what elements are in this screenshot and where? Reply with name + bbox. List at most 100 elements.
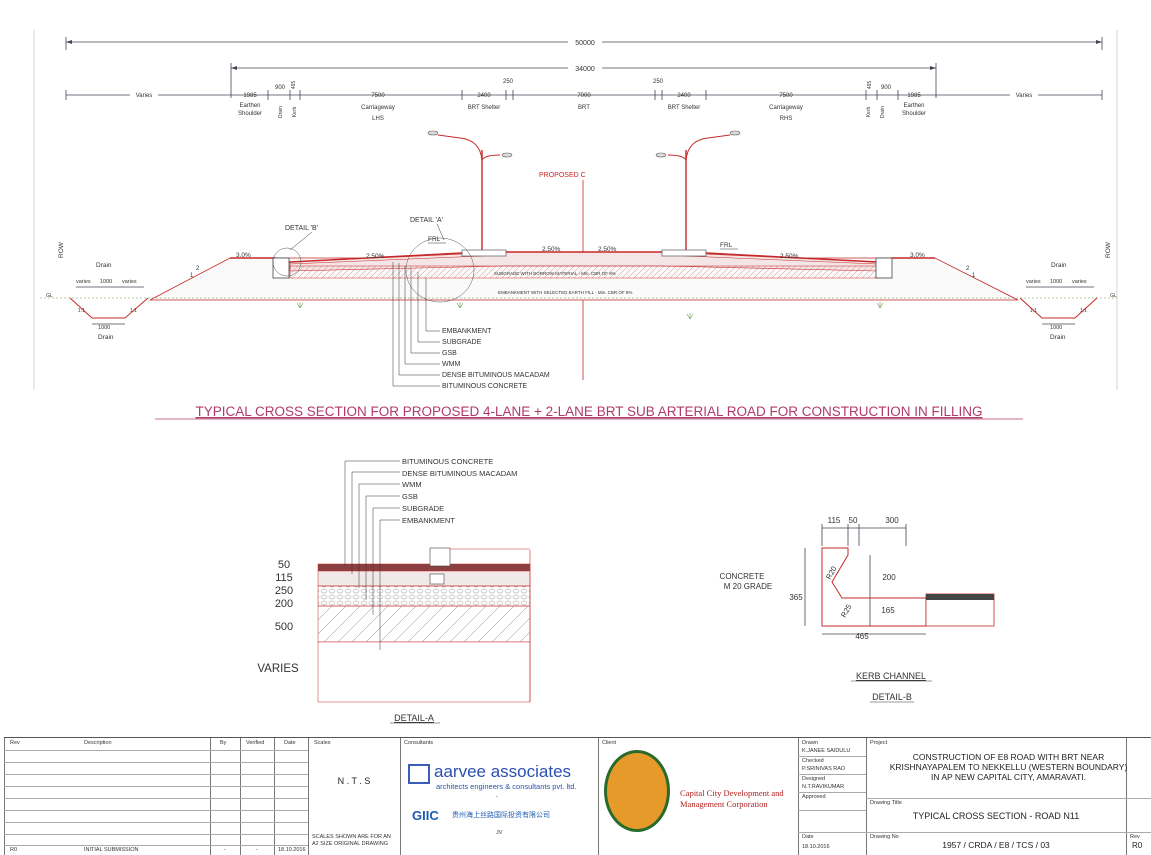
drain-label-left-bottom: Drain bbox=[98, 334, 114, 341]
seg-label-shelter-left: BRT Shelter bbox=[468, 105, 500, 111]
frl-right: FRL bbox=[720, 242, 733, 249]
drain-1000-left: 1000 bbox=[100, 279, 112, 285]
slope-brt-right: 2.50% bbox=[598, 246, 617, 253]
drain-label-right-bottom: Drain bbox=[1050, 334, 1066, 341]
kerb-dim-165: 165 bbox=[881, 606, 895, 615]
detail-b-callout: DETAIL 'B' bbox=[285, 225, 318, 232]
seg-7500-left: 7500 bbox=[371, 93, 385, 99]
seg-250-right: 250 bbox=[653, 79, 664, 85]
seg-465-left: 465 bbox=[291, 81, 297, 90]
layer-bc: BITUMINOUS CONCRETE bbox=[442, 383, 528, 390]
seg-label-drain-left: Drain bbox=[278, 106, 284, 118]
drawing-no: 1957 / CRDA / E8 / TCS / 03 bbox=[942, 840, 1050, 850]
checked-label: Checked bbox=[802, 758, 824, 764]
header-description: Description bbox=[84, 740, 112, 746]
kerb-dim-115: 115 bbox=[828, 516, 841, 525]
drain-slope-left-a: 1:1 bbox=[78, 308, 85, 314]
detail-a-layer-dbm: DENSE BITUMINOUS MACADAM bbox=[402, 469, 517, 478]
drain-bottom-right: 1000 bbox=[1050, 325, 1062, 331]
street-light-left bbox=[427, 130, 513, 255]
kerb-grade-label: M 20 GRADE bbox=[724, 582, 772, 591]
row-right: ROW bbox=[1105, 241, 1112, 258]
consultant-dash: - bbox=[496, 794, 498, 800]
drain-slope-left-b: 1:1 bbox=[130, 308, 137, 314]
centerline-label: PROPOSED C bbox=[539, 172, 586, 179]
header-project: Project bbox=[870, 740, 888, 746]
header-date: Date bbox=[284, 740, 296, 746]
drain-slope-right-a: 1:1 bbox=[1030, 308, 1037, 314]
designed-label: Designed bbox=[802, 776, 826, 782]
street-light-right bbox=[655, 130, 741, 255]
checked-by: P.SRINIVAS RAO bbox=[802, 766, 846, 772]
road-cross-section: 3.0% 3.0% 2.50% 2.50% 2.50% 2.50% 2 1 2 … bbox=[40, 217, 1117, 341]
seg-label-kerb-right: Kerb bbox=[866, 107, 872, 118]
drain-slope-right-b: 1:1 bbox=[1080, 308, 1087, 314]
overall-dimension: 50000 bbox=[65, 37, 1103, 50]
frl-left: FRL bbox=[428, 236, 441, 243]
rev-row-description: INITIAL SUBMISSION bbox=[84, 847, 139, 853]
layer-gsb: GSB bbox=[442, 350, 457, 357]
seg-900-right: 900 bbox=[881, 85, 892, 91]
drain-label-left-top: Drain bbox=[96, 262, 112, 269]
drawn-label: Drawn bbox=[802, 740, 818, 746]
layer-embankment: EMBANKMENT bbox=[442, 328, 492, 335]
header-scales: Scales bbox=[314, 740, 331, 746]
seg-label-kerb-left: Kerb bbox=[292, 107, 298, 118]
project-line-2: KRISHNAYAPALEM TO NEKKELLU (WESTERN BOUN… bbox=[889, 762, 1128, 772]
seg-2400-left: 2400 bbox=[477, 93, 491, 99]
title-block: Rev Description By Verified Date Scales … bbox=[4, 737, 1151, 855]
header-consultants: Consultants bbox=[404, 740, 434, 746]
date-value: 18.10.2016 bbox=[802, 844, 830, 850]
header-client: Client bbox=[602, 740, 617, 746]
varies-right-label: Varies bbox=[1016, 93, 1033, 99]
seg-label-shelter-right: BRT Shelter bbox=[668, 105, 700, 111]
consultant-sub: architects engineers & consultants pvt. … bbox=[436, 782, 577, 791]
batter-ratio-right-2: 2 bbox=[966, 266, 970, 272]
rev-row-date: 18.10.2016 bbox=[278, 847, 306, 853]
detail-a-layer-embankment: EMBANKMENT bbox=[402, 516, 455, 525]
gl-left: GL bbox=[46, 293, 53, 299]
main-title: TYPICAL CROSS SECTION FOR PROPOSED 4-LAN… bbox=[195, 404, 982, 419]
project-line-3: IN AP NEW CAPITAL CITY, AMARAVATI. bbox=[930, 772, 1087, 782]
consultant-name: aarvee associates bbox=[434, 762, 572, 781]
slope-lhs: 2.50% bbox=[366, 253, 385, 260]
giic-chinese: 贵州海上丝路国际投资有限公司 bbox=[452, 812, 550, 819]
approved-label: Approved bbox=[802, 794, 826, 800]
segment-dimensions: Varies Varies 1985 900 465 7500 2400 250… bbox=[65, 79, 1103, 122]
detail-a-layer-subgrade: SUBGRADE bbox=[402, 504, 444, 513]
jv-label: JV bbox=[496, 830, 503, 836]
header-verified: Verified bbox=[246, 740, 265, 746]
drain-varies-right-a: varies bbox=[1026, 279, 1041, 285]
slope-right-shoulder: 3.0% bbox=[910, 252, 925, 259]
thickness-200: 200 bbox=[275, 598, 293, 610]
thickness-250: 250 bbox=[275, 585, 293, 597]
drawing-no-label: Drawing No bbox=[870, 834, 899, 840]
seg-7000: 7000 bbox=[577, 93, 591, 99]
detail-a-title: DETAIL-A bbox=[394, 713, 434, 723]
designed-by: N.T.RAVIKUMAR bbox=[802, 784, 845, 790]
thickness-50: 50 bbox=[278, 559, 290, 571]
header-by: By bbox=[220, 740, 227, 746]
detail-a: BITUMINOUS CONCRETE DENSE BITUMINOUS MAC… bbox=[257, 457, 531, 724]
drain-label-right-top: Drain bbox=[1051, 262, 1067, 269]
seg-465-right: 465 bbox=[867, 81, 873, 90]
row-width-label: 34000 bbox=[575, 66, 595, 73]
detail-a-layer-bc: BITUMINOUS CONCRETE bbox=[402, 457, 493, 466]
varies-left-label: Varies bbox=[136, 93, 153, 99]
kerb-dim-465: 465 bbox=[855, 632, 869, 641]
rev-row-verified: - bbox=[256, 847, 258, 853]
slope-rhs: 2.50% bbox=[780, 253, 799, 260]
scale-note-1: SCALES SHOWN ARE FOR AN bbox=[312, 834, 391, 840]
kerb-dim-200: 200 bbox=[882, 573, 896, 582]
seg-1985-right: 1985 bbox=[907, 93, 921, 99]
crda-emblem-icon bbox=[604, 750, 670, 832]
detail-a-layer-gsb: GSB bbox=[402, 492, 418, 501]
subgrade-note: SUBGRADE WITH BORROW MATERIAL - Min. CBR… bbox=[494, 271, 616, 276]
client-name-1: Capital City Development and bbox=[680, 788, 784, 798]
batter-ratio-left-1: 1 bbox=[190, 273, 194, 279]
layer-callouts: EMBANKMENT SUBGRADE GSB WMM DENSE BITUMI… bbox=[392, 262, 550, 390]
seg-2400-right: 2400 bbox=[677, 93, 691, 99]
giic-logo: GIIC bbox=[412, 808, 439, 823]
seg-label-shoulder-left: Shoulder bbox=[238, 111, 262, 117]
